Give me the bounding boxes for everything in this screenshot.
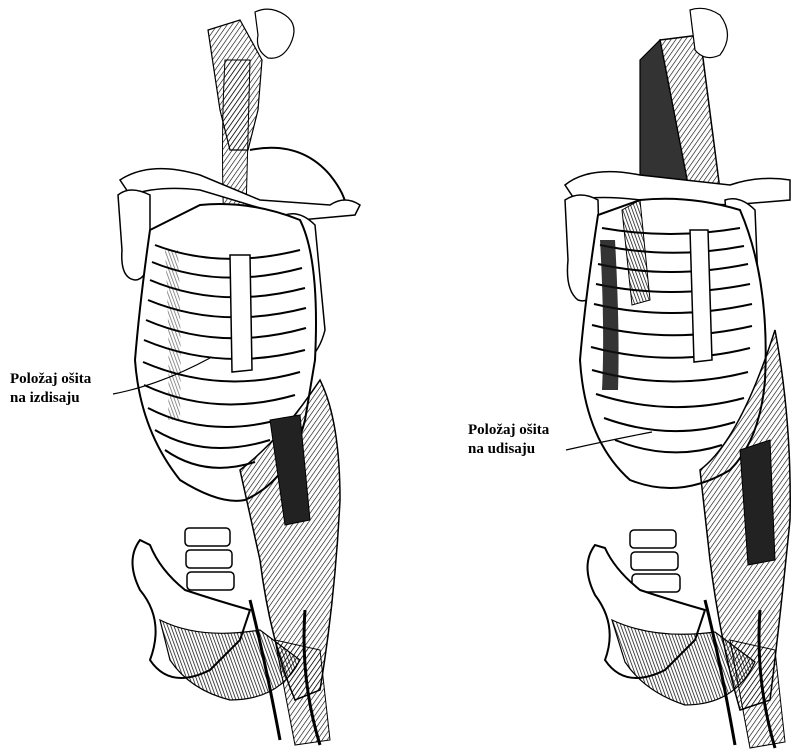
- annotation-inhale-line2: na udisaju: [468, 440, 549, 459]
- torso-inhale-figure: [565, 8, 790, 748]
- annotation-exhale-line1: Položaj ošita: [10, 370, 91, 389]
- torso-exhale-figure: [118, 9, 360, 745]
- annotation-exhale-line2: na izdisaju: [10, 389, 91, 408]
- annotation-inhale: Položaj ošita na udisaju: [468, 421, 549, 459]
- annotation-inhale-line1: Položaj ošita: [468, 421, 549, 440]
- annotation-exhale: Položaj ošita na izdisaju: [10, 370, 91, 408]
